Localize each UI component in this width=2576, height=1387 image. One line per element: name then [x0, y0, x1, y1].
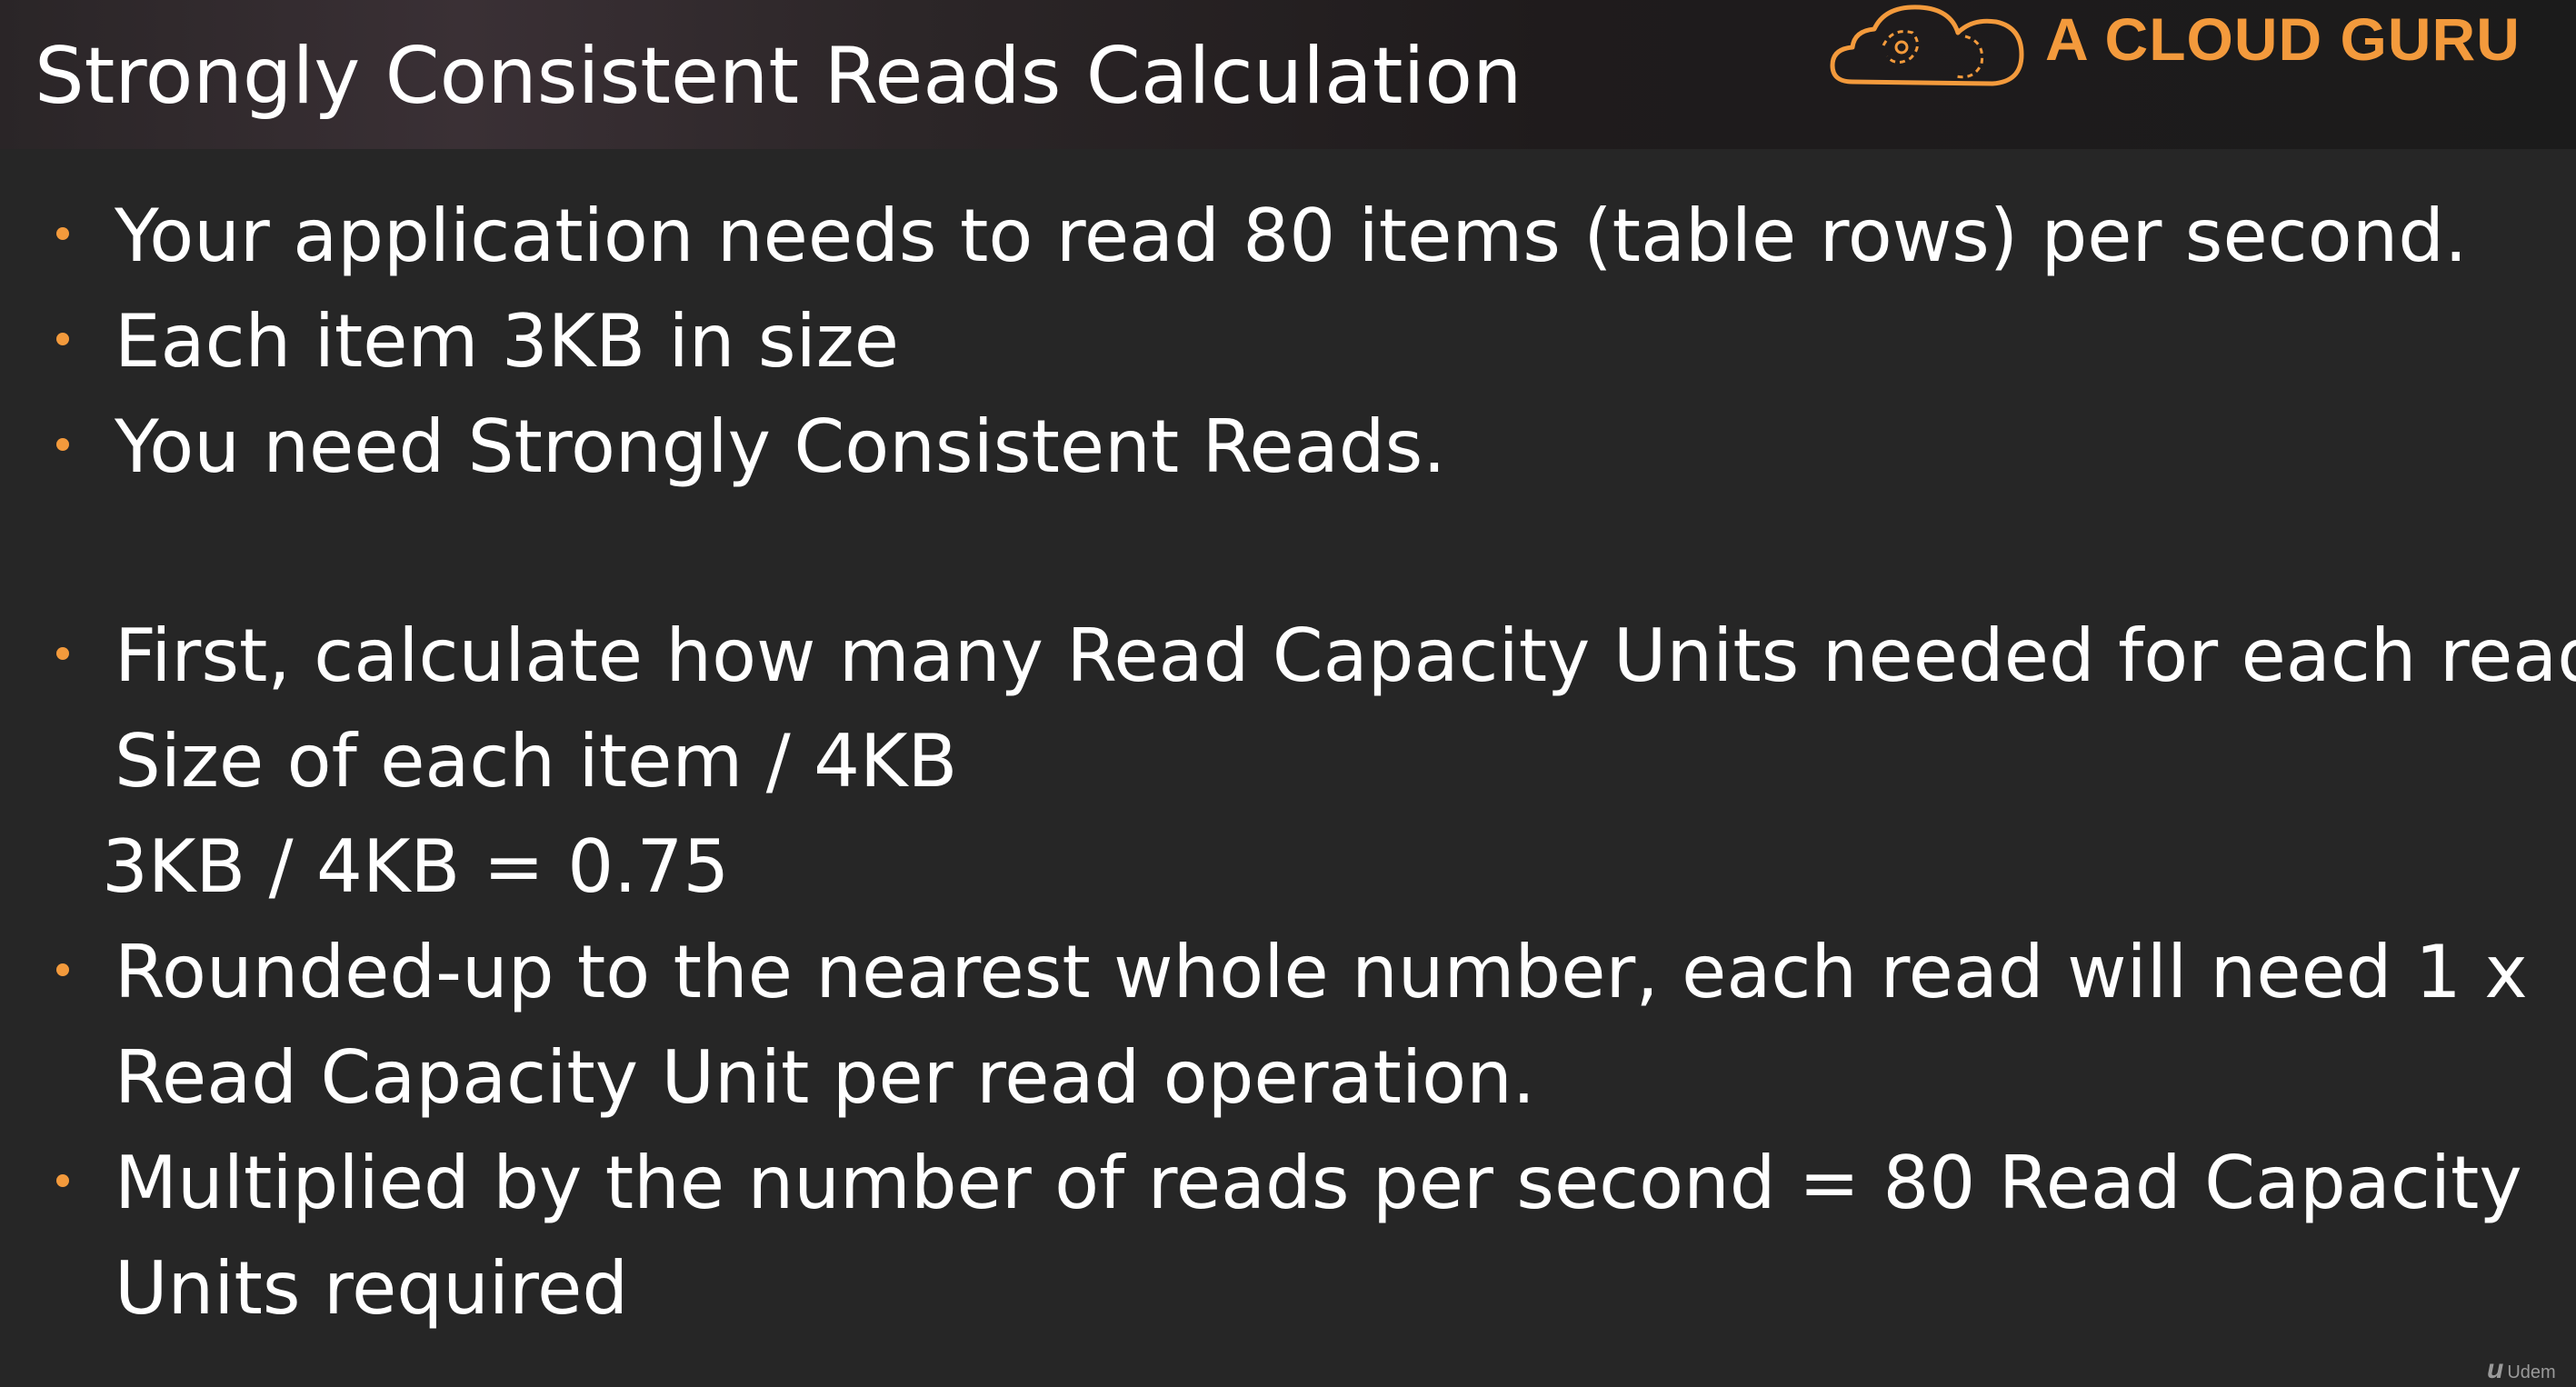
slide-title: Strongly Consistent Reads Calculation [35, 31, 1523, 122]
bullet-item: Multiplied by the number of reads per se… [115, 1141, 2522, 1225]
bullet-item: Each item 3KB in size [115, 299, 900, 384]
bullet-item: Rounded-up to the nearest whole number, … [115, 930, 2528, 1014]
bullet-dot [56, 963, 69, 976]
bullet-dot [56, 227, 69, 240]
bullet-item: First, calculate how many Read Capacity … [115, 614, 2576, 698]
bullet-continuation: Size of each item / 4KB [115, 719, 958, 803]
bullet-dot [56, 438, 69, 451]
brand-logo: A CLOUD GURU [1829, 0, 2556, 100]
bullet-dot [56, 647, 69, 660]
cloud-logo-icon [1830, 5, 2024, 86]
bullet-continuation: Read Capacity Unit per read operation. [115, 1035, 1536, 1120]
brand-name: A CLOUD GURU [2045, 5, 2521, 73]
calculation-line: 3KB / 4KB = 0.75 [102, 824, 730, 909]
udemy-logo-icon: u [2487, 1354, 2504, 1384]
bullet-continuation: Units required [115, 1246, 629, 1331]
bullet-item: You need Strongly Consistent Reads. [115, 404, 1446, 489]
bullet-dot [56, 1174, 69, 1187]
slide-header: Strongly Consistent Reads Calculation A … [0, 0, 2576, 149]
watermark-text: Udem [2507, 1362, 2556, 1382]
bullet-item: Your application needs to read 80 items … [115, 194, 2468, 278]
bullet-dot [56, 333, 69, 345]
